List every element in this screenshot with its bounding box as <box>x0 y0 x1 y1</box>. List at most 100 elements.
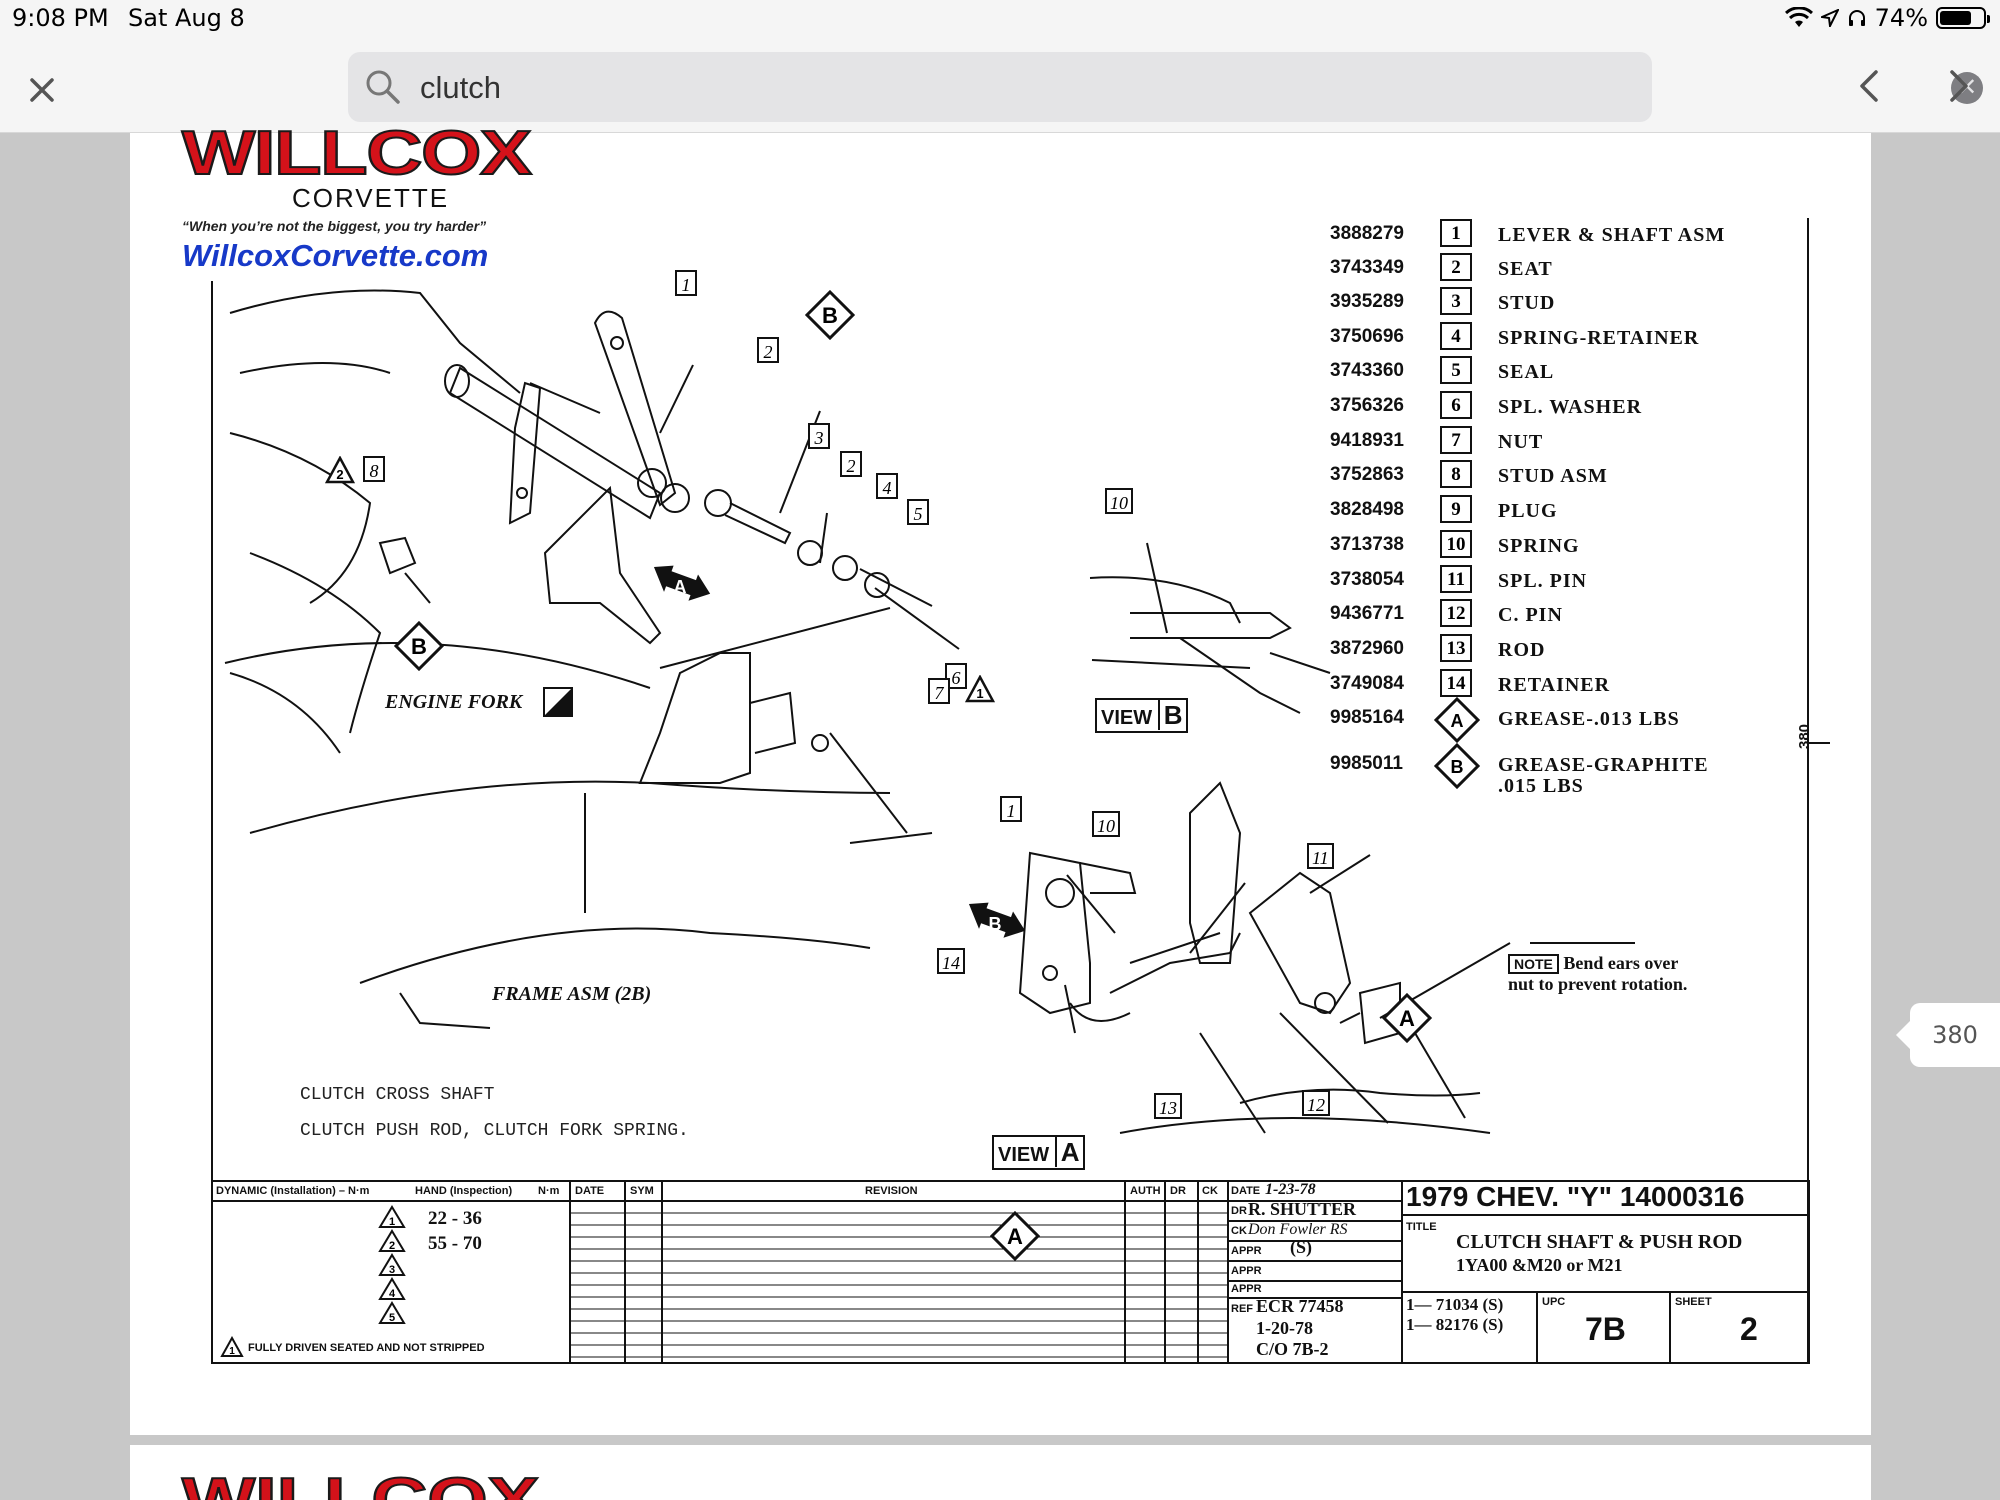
document-page: WILLCOX CORVETTE “When you’re not the bi… <box>130 122 1871 1435</box>
view-a-letter: A <box>1054 1137 1080 1167</box>
callout-box: 8 <box>363 456 385 482</box>
part-name: SEAT <box>1498 258 1553 280</box>
torque-header-hand: HAND (Inspection) <box>415 1185 513 1197</box>
part-key: 2 <box>1440 253 1472 281</box>
part-number: 3828498 <box>1330 499 1404 520</box>
svg-text:B: B <box>989 914 1002 934</box>
svg-text:2: 2 <box>336 467 343 482</box>
next-result-icon[interactable] <box>1938 66 1978 106</box>
part-name: ROD <box>1498 639 1546 661</box>
part-key: 11 <box>1440 565 1472 593</box>
dr-value: R. SHUTTER <box>1248 1199 1357 1219</box>
search-input[interactable] <box>418 62 1602 114</box>
prev-result-icon[interactable] <box>1850 66 1890 106</box>
revision-column-header: AUTH <box>1130 1185 1161 1197</box>
part-number: 9418931 <box>1330 430 1404 451</box>
title-label: TITLE <box>1406 1221 1437 1233</box>
ref-value-3: C/O 7B-2 <box>1256 1339 1329 1359</box>
part-name: C. PIN <box>1498 604 1563 626</box>
logo-website[interactable]: WillcoxCorvette.com <box>182 238 489 273</box>
part-key: 5 <box>1440 356 1472 384</box>
part-key: 8 <box>1440 460 1472 488</box>
description-line-1: CLUTCH CROSS SHAFT <box>300 1085 495 1105</box>
callout-box: 13 <box>1154 1093 1182 1119</box>
part-number: 3738054 <box>1330 569 1404 590</box>
callout-box: 11 <box>1307 843 1334 869</box>
callout-box: 1 <box>1000 796 1022 822</box>
torque-triangle-icon: 5 <box>378 1301 406 1324</box>
search-field[interactable]: ✕ <box>348 52 1983 122</box>
part-number: 9985011 <box>1330 753 1403 774</box>
part-name: LEVER & SHAFT ASM <box>1498 224 1726 246</box>
torque-note: FULLY DRIVEN SEATED AND NOT STRIPPED <box>248 1342 485 1354</box>
appr-label-2: APPR <box>1231 1265 1262 1277</box>
callout-box: 3 <box>808 423 830 449</box>
location-icon <box>1820 9 1839 27</box>
status-date: Sat Aug 8 <box>128 4 245 32</box>
ck-value: Don Fowler RS <box>1248 1221 1348 1238</box>
svg-text:5: 5 <box>389 1312 395 1324</box>
svg-text:4: 4 <box>389 1288 396 1300</box>
side-dimension: 380 <box>1796 723 1814 750</box>
part-name: STUD ASM <box>1498 465 1608 487</box>
torque-value-2: 55 - 70 <box>428 1233 482 1254</box>
drawing-title: 1979 CHEV. "Y" 14000316 <box>1406 1181 1745 1212</box>
callout-box: 12 <box>1302 1090 1330 1116</box>
part-key: 1 <box>1440 219 1472 247</box>
torque-triangle-icon: 2 <box>325 456 355 484</box>
part-key: 14 <box>1440 669 1472 697</box>
part-number: 3713738 <box>1330 534 1404 555</box>
view-a-text: VIEW <box>998 1144 1050 1166</box>
next-page-logo: WILLCOX <box>181 1465 541 1500</box>
torque-triangle-icon: 1 <box>378 1205 406 1228</box>
part-key: 12 <box>1440 599 1472 627</box>
ck-label: CK <box>1231 1225 1247 1237</box>
appr-label-3: APPR <box>1231 1283 1262 1295</box>
title-line-2: 1YA00 &M20 or M21 <box>1456 1255 1623 1275</box>
svg-text:A: A <box>1451 711 1464 731</box>
svg-text:B: B <box>411 634 427 659</box>
torque-triangle-icon: 2 <box>378 1229 406 1252</box>
torque-value-1: 22 - 36 <box>428 1208 482 1229</box>
ref-value-2: 1-20-78 <box>1256 1318 1313 1338</box>
note-label: NOTE <box>1508 954 1559 974</box>
svg-text:3: 3 <box>389 1264 395 1276</box>
note-block: NOTE Bend ears over nut to prevent rotat… <box>1508 953 1687 995</box>
part-number: 3743360 <box>1330 360 1404 381</box>
revision-column-header: DR <box>1170 1185 1186 1197</box>
page-indicator[interactable]: 380 <box>1896 1003 2000 1067</box>
code-line-1: 1— 71034 (S) <box>1406 1295 1504 1314</box>
view-b-letter: B <box>1157 700 1183 730</box>
arrow-b-icon: B <box>968 902 1026 938</box>
torque-triangle-icon: 1 <box>965 675 995 703</box>
code-line-2: 1— 82176 (S) <box>1406 1315 1504 1334</box>
part-number: 3750696 <box>1330 326 1404 347</box>
next-document-page: WILLCOX <box>130 1445 1871 1500</box>
close-icon[interactable] <box>22 70 62 110</box>
part-number: 3749084 <box>1330 673 1404 694</box>
note-line-1: Bend ears over <box>1563 953 1679 973</box>
part-name: SPL. WASHER <box>1498 396 1643 418</box>
revision-column-header: REVISION <box>865 1185 918 1197</box>
svg-text:2: 2 <box>389 1240 395 1252</box>
logo-brand: WILLCOX <box>181 119 533 188</box>
torque-triangles: 1 2 3 4 5 <box>378 1205 406 1325</box>
callout-box: 7 <box>928 678 950 704</box>
svg-text:B: B <box>822 303 838 328</box>
part-name: SPRING-RETAINER <box>1498 327 1700 349</box>
sheet-value: 2 <box>1740 1311 1758 1347</box>
logo-sub: CORVETTE <box>292 183 450 213</box>
part-name-2: .015 LBS <box>1498 775 1584 797</box>
upc-label: UPC <box>1542 1296 1566 1308</box>
part-key: 9 <box>1440 495 1472 523</box>
revision-column-header: DATE <box>575 1185 605 1197</box>
battery-percent: 74% <box>1874 4 1928 32</box>
engine-fork-box-icon <box>543 687 573 717</box>
wifi-icon <box>1784 7 1813 27</box>
engine-fork-label: ENGINE FORK <box>385 691 523 713</box>
sheet-label: SHEET <box>1675 1296 1712 1308</box>
diamond-b-icon: B <box>1434 743 1480 789</box>
dr-label: DR <box>1231 1205 1247 1217</box>
torque-triangle-icon: 4 <box>378 1277 406 1300</box>
part-name: GREASE-.013 LBS <box>1498 708 1680 730</box>
